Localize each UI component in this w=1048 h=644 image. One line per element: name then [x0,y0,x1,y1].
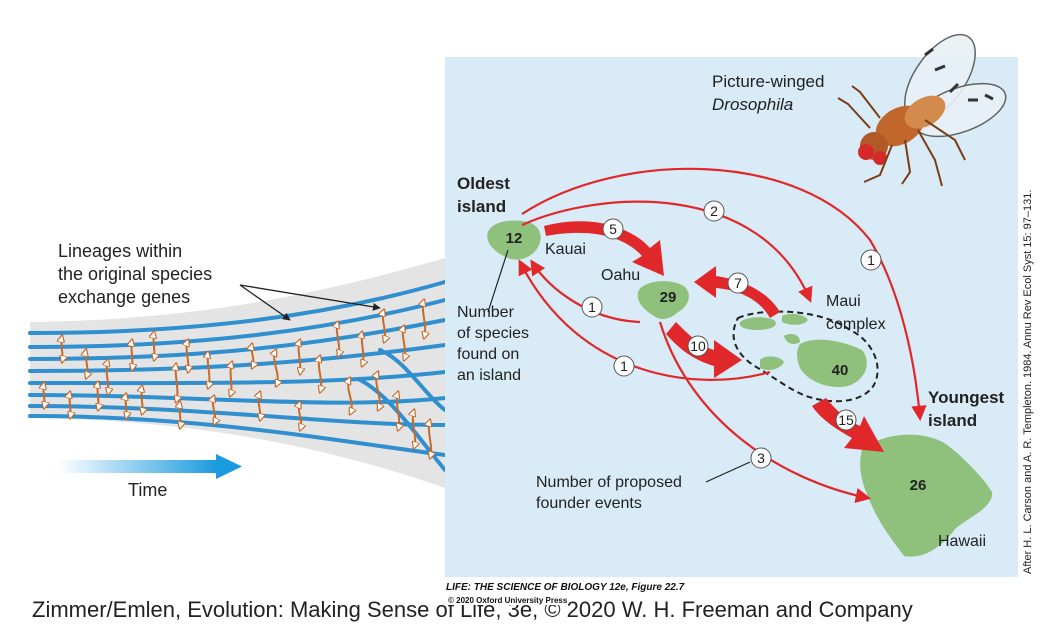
number-of-species-label: Number of species found on an island [457,302,529,386]
lineages-label-line-1: Lineages within [58,241,183,261]
hawaii-label: Hawaii [938,533,987,550]
founder-label-line-2: founder events [536,495,642,512]
count-oahu-kauai: 1 [588,299,596,315]
oldest-text: Oldest [457,174,510,193]
gene-exchange-arrows [43,300,431,458]
source-credit: After H. L. Carson and A. R. Templeton. … [1022,189,1034,574]
founder-arrows-thin [518,167,927,504]
arrow-kauai-to-oahu [544,221,664,276]
maui-complex-islands [739,313,867,388]
drosophila-text: Drosophila [712,95,794,114]
youngest-text: Youngest [928,388,1005,407]
lineage-band [30,258,445,488]
species-pointer-line [487,249,509,313]
count-kauai-hawaii: 1 [867,252,875,268]
youngest-island-label: Youngest island [928,386,1004,432]
count-oahu-maui: 10 [690,338,706,354]
species-label-line-4: an island [457,367,522,384]
founder-events-label: Number of proposed founder events [536,472,682,514]
count-oahu-hawaii: 3 [757,450,765,466]
time-label: Time [128,480,168,500]
founder-label-line-1: Number of proposed [536,474,682,491]
time-arrow-head [216,454,242,479]
hawaii-island [860,434,993,557]
arrow-maui-to-kauai [518,259,771,381]
oldest-island-text: island [457,197,507,216]
species-label-line-2: of species [457,325,530,342]
count-kauai-oahu: 5 [609,221,617,237]
lineages-label-line-3: exchange genes [58,287,191,307]
oahu-label: Oahu [601,267,641,284]
fly-label: Picture-winged Drosophila [712,70,824,116]
time-arrow-shaft [58,460,218,473]
count-maui-hawaii: 15 [838,412,854,428]
count-maui-oahu: 7 [734,275,742,291]
oahu-island [637,281,689,319]
maui-complex-label: Maui complex [826,290,886,336]
picture-winged-text: Picture-winged [712,72,825,91]
species-count-kauai: 12 [506,230,523,247]
founder-count-circles [581,200,882,469]
arrow-kauai-to-hawaii [521,167,927,422]
kauai-island [487,220,541,260]
arrow-oahu-to-hawaii [658,321,872,504]
species-label-line-1: Number [457,304,514,321]
book-press: © 2020 Oxford University Press [448,596,568,605]
book-figure-title: LIFE: THE SCIENCE OF BIOLOGY 12e, Figure… [446,582,685,593]
complex-text: complex [826,316,886,333]
oldest-island-label: Oldest island [457,172,510,218]
count-maui-kauai: 1 [620,358,628,374]
youngest-island-text: island [928,411,978,430]
arrow-oahu-to-kauai [530,259,641,324]
species-count-oahu: 29 [660,289,677,306]
species-label-line-3: found on [457,346,520,363]
lineages-label: Lineages within the original species exc… [58,240,212,309]
drosophila-fly-illustration [837,33,1007,187]
lineages-label-line-2: the original species [58,264,213,284]
count-kauai-maui: 2 [710,203,718,219]
kauai-label: Kauai [545,241,586,258]
maui-text: Maui [826,293,861,310]
founder-pointer-line [705,461,751,483]
maui-complex-outline [732,310,879,403]
arrow-kauai-to-maui [521,200,813,303]
lineages-pointer [239,284,381,321]
species-count-hawaii: 26 [910,477,927,494]
species-count-maui: 40 [832,362,849,379]
